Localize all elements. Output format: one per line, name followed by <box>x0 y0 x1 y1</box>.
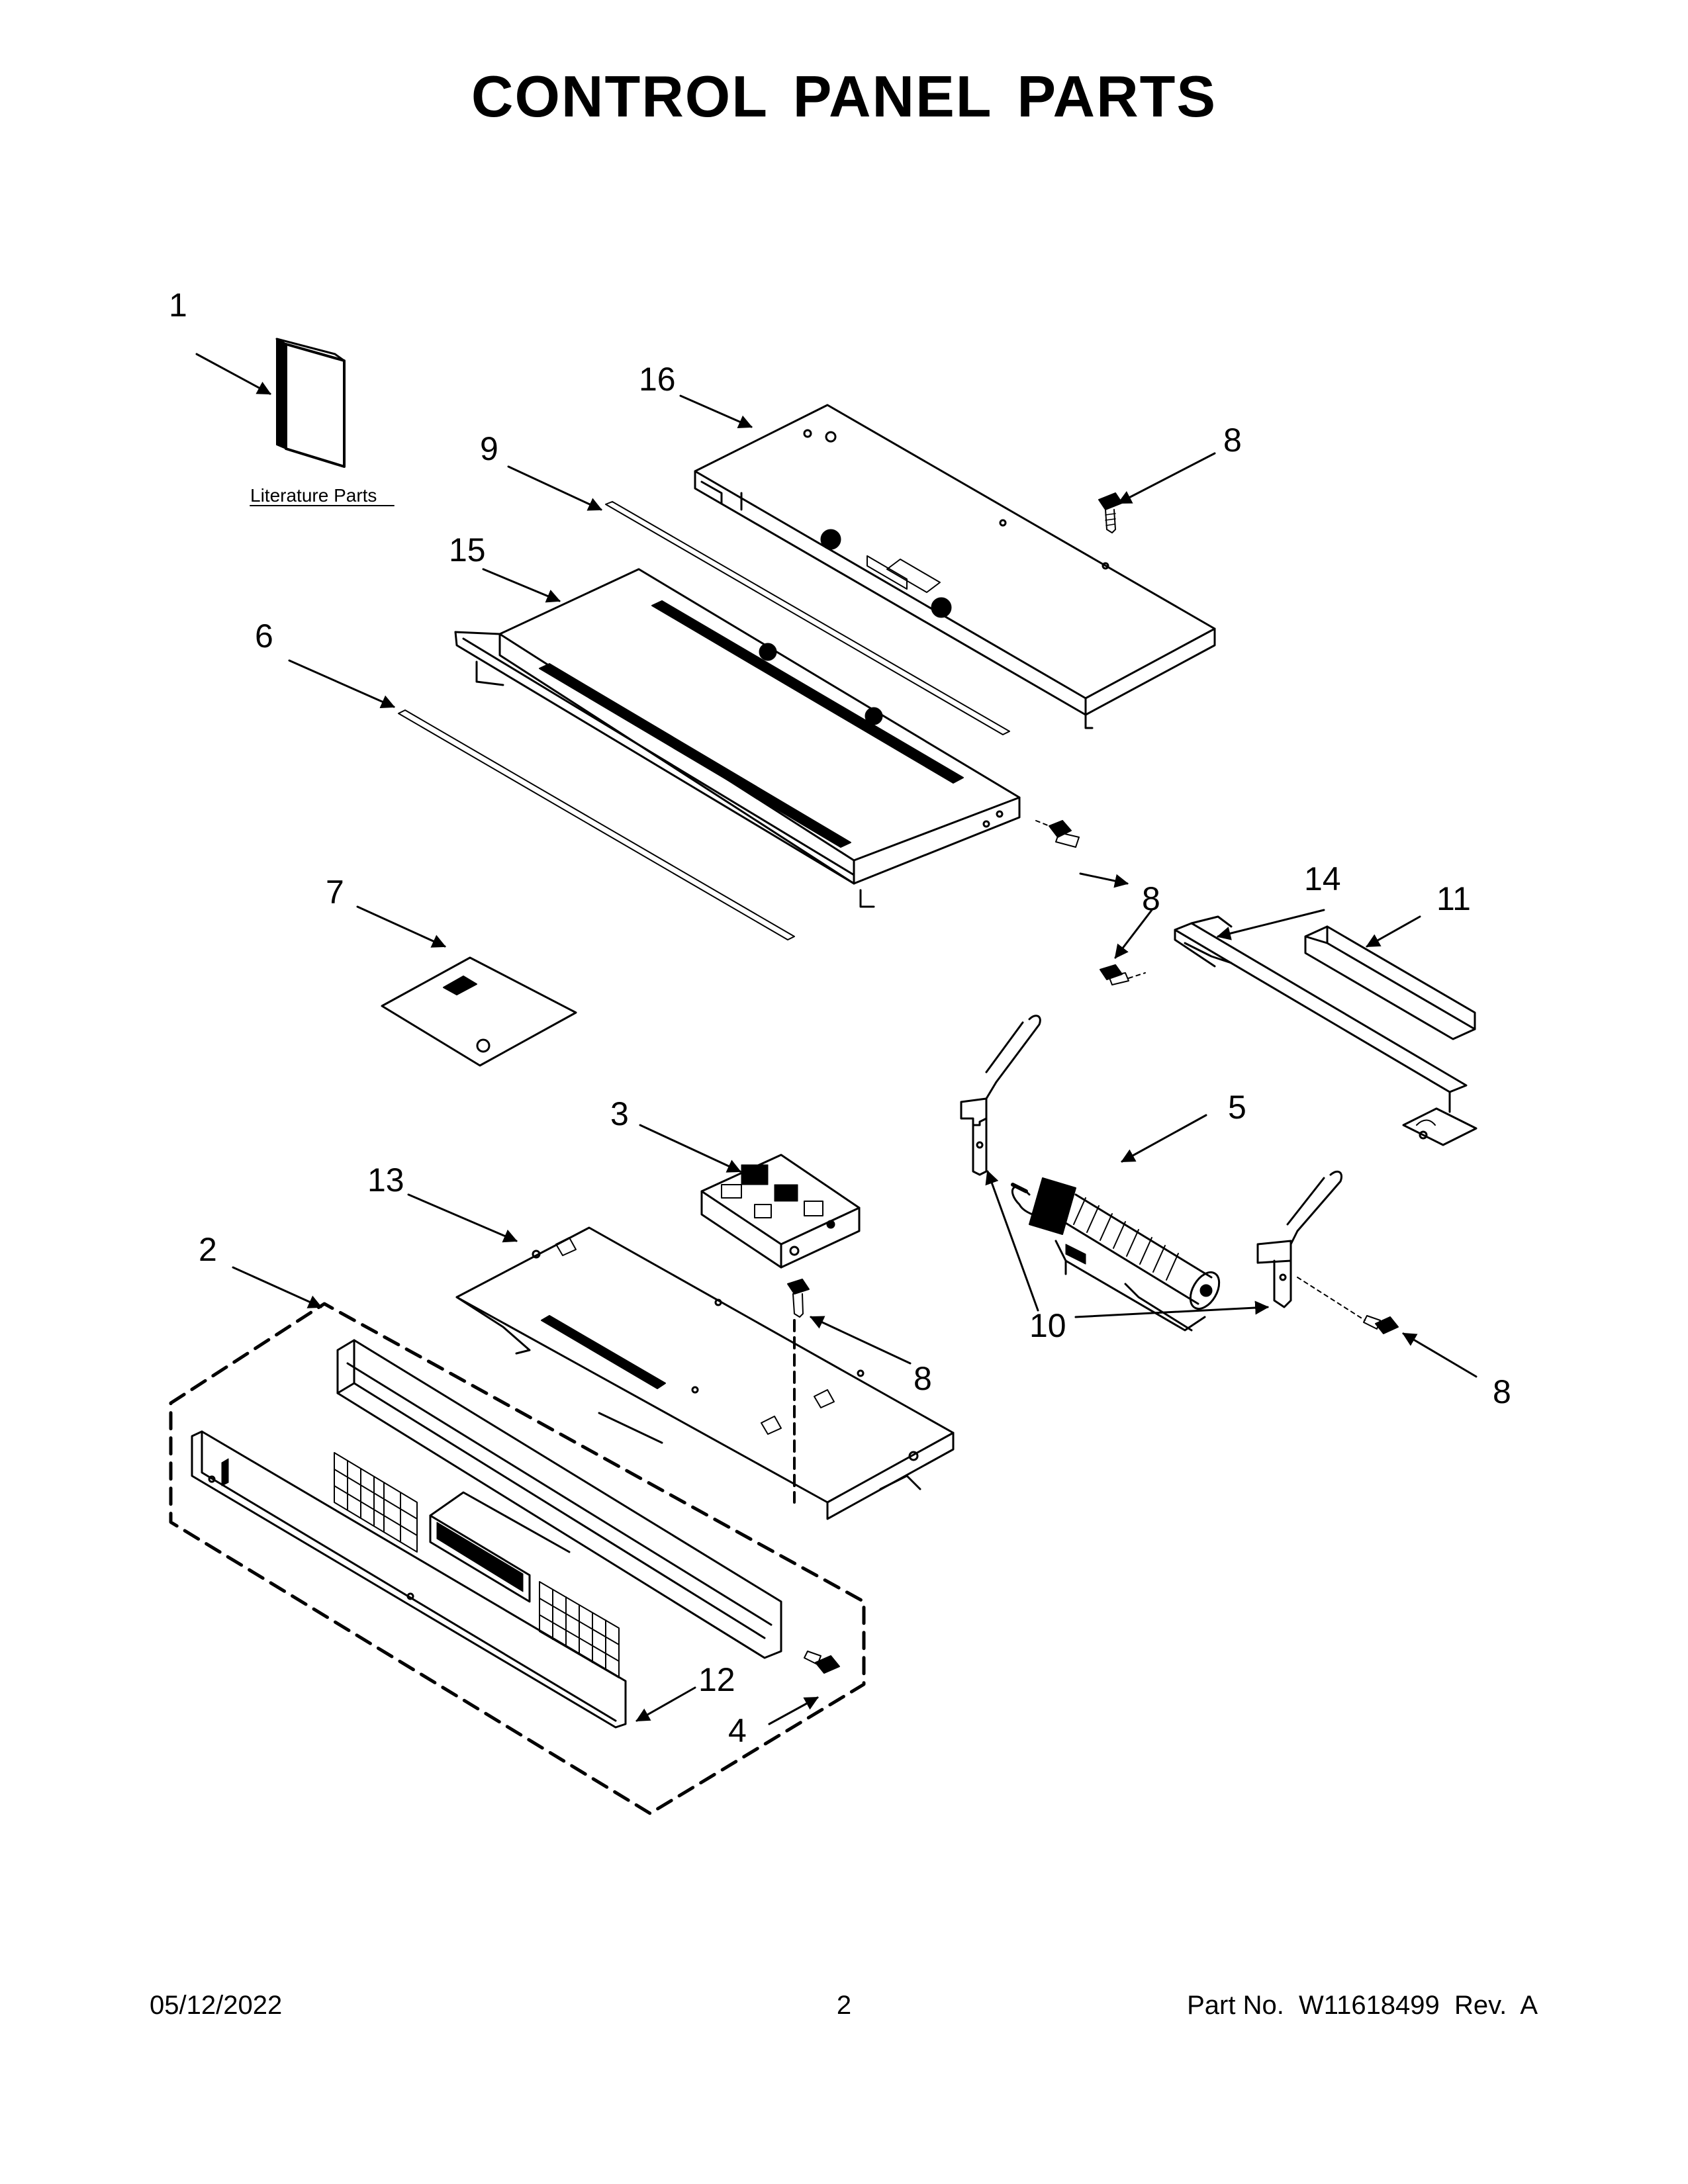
screw-part-top <box>1098 492 1123 533</box>
seal-strip-part <box>1304 925 1476 1040</box>
electronic-control-board-part <box>700 1154 861 1269</box>
callout-4: 4 <box>728 1712 747 1749</box>
screw-part-console <box>804 1651 840 1674</box>
callout-10: 10 <box>1029 1307 1066 1344</box>
console-housing-part <box>454 568 1021 908</box>
callout-1: 1 <box>169 287 187 324</box>
literature-parts-label: Literature Parts <box>250 485 377 506</box>
callout-9: 9 <box>480 430 498 467</box>
callout-5: 5 <box>1228 1089 1246 1126</box>
callout-16: 16 <box>639 361 676 398</box>
front-trim-rail-part <box>605 501 1010 735</box>
leader-lines <box>195 353 1477 1725</box>
insulation-pad-part <box>381 956 577 1067</box>
control-panel-top-cover-part <box>694 404 1216 729</box>
literature-booklet-part <box>275 338 346 468</box>
page-title: CONTROL PANEL PARTS <box>471 64 1217 129</box>
lower-trim-rail-part <box>398 709 795 940</box>
footer-part-number: Part No. W11618499 Rev. A <box>1187 1991 1538 2020</box>
callout-13: 13 <box>367 1161 404 1199</box>
footer-page-number: 2 <box>836 1991 852 2020</box>
callout-labels: 1 16 8 9 15 6 8 14 11 7 5 3 13 2 8 10 8 … <box>169 287 1511 1749</box>
callout-7: 7 <box>326 874 344 911</box>
fan-mount-bracket-right-part <box>1256 1170 1342 1308</box>
console-frame-part <box>334 1339 782 1678</box>
fan-support-rail-part <box>1174 915 1477 1146</box>
callout-8-plate: 8 <box>914 1360 932 1397</box>
callout-2: 2 <box>199 1231 217 1268</box>
screw-part-bracket <box>1297 1277 1399 1334</box>
screw-part-rail <box>1100 964 1146 985</box>
callout-11: 11 <box>1436 880 1471 917</box>
console-assembly-dashed-outline <box>169 1302 866 1815</box>
fan-mount-bracket-left-part <box>960 1015 1041 1176</box>
screw-part-mid <box>1035 820 1080 848</box>
screw-part-plate <box>787 1279 810 1318</box>
callout-12: 12 <box>698 1661 735 1698</box>
callout-15: 15 <box>449 531 486 569</box>
callout-6: 6 <box>255 617 273 655</box>
front-glass-panel-part <box>191 1430 627 1729</box>
cooling-fan-blower-part <box>1011 1177 1221 1332</box>
callout-3: 3 <box>610 1095 629 1132</box>
footer-date: 05/12/2022 <box>150 1991 283 2020</box>
callout-8-mid: 8 <box>1142 880 1160 917</box>
control-mounting-plate-part <box>455 1226 955 1520</box>
callout-14: 14 <box>1304 860 1341 897</box>
callout-8-bracket: 8 <box>1493 1373 1511 1410</box>
callout-8-top: 8 <box>1223 422 1242 459</box>
